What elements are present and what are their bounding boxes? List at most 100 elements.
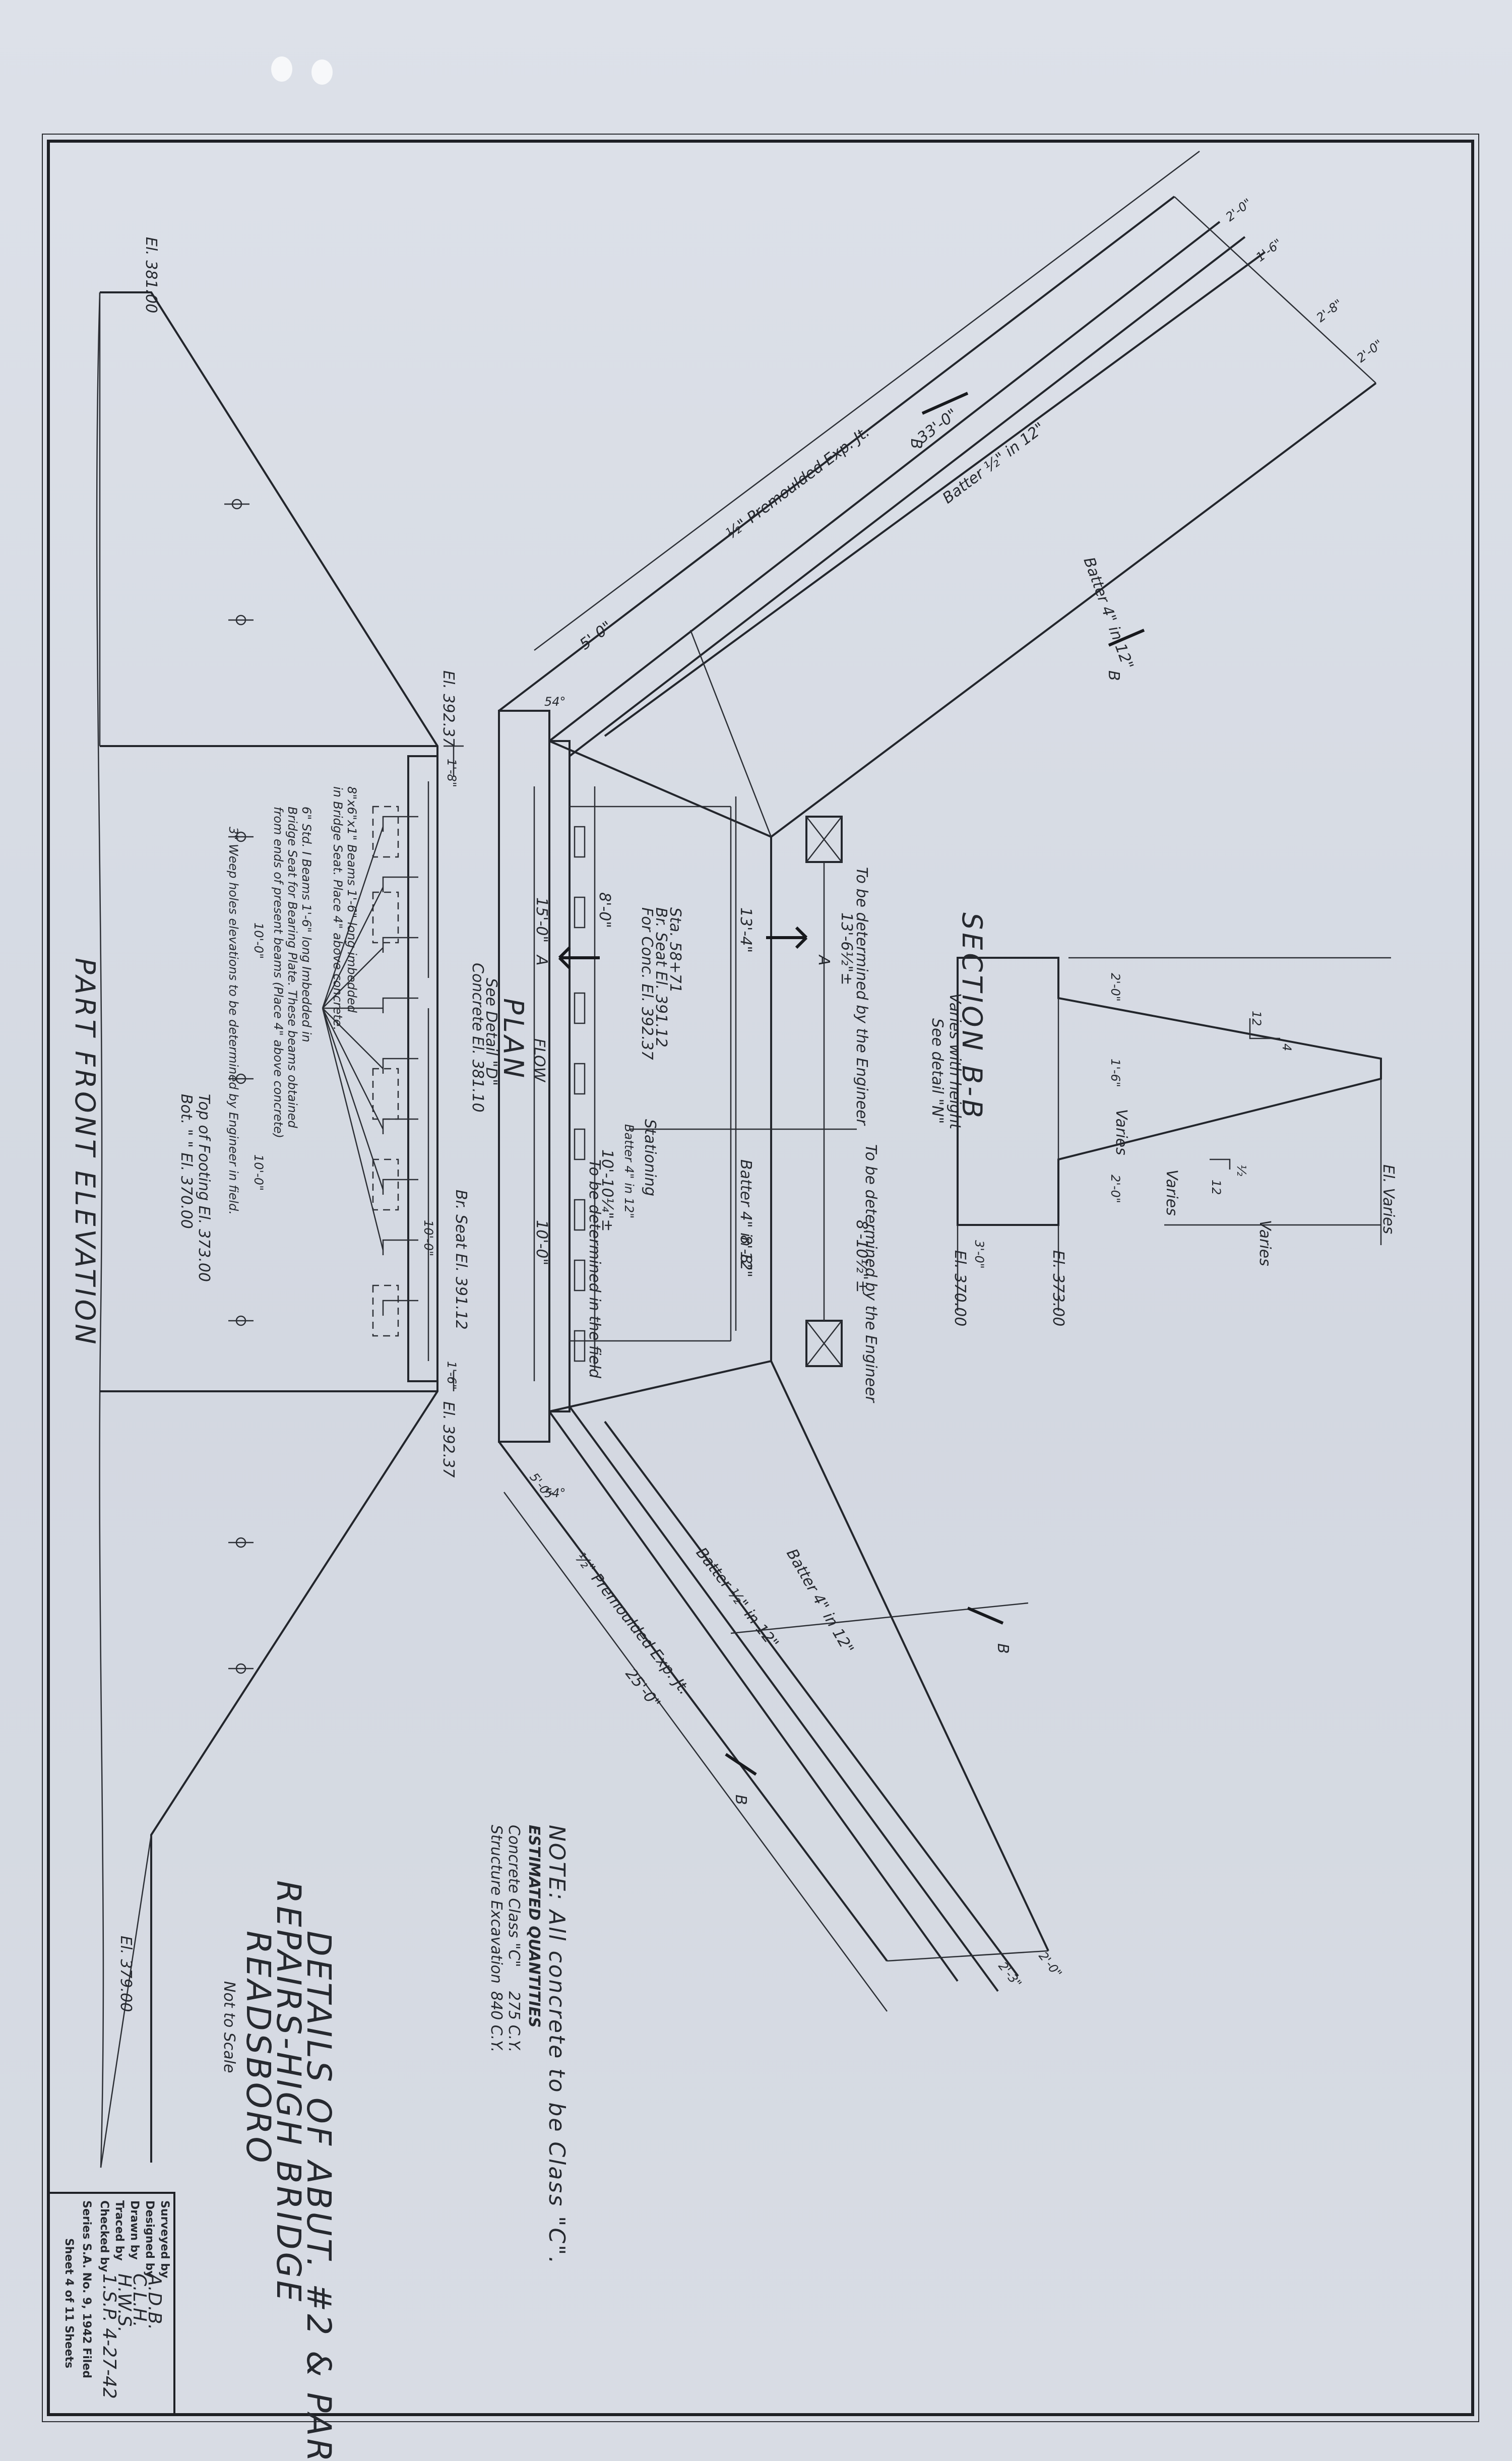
dim-10-10: 10'-10¼"± xyxy=(598,1149,616,1232)
dim-10-c: 10'-0" xyxy=(421,1220,435,1256)
series-line: Series S.A. No. 9, 1942 Filed xyxy=(80,2200,93,2378)
lower-wing-lines xyxy=(498,1361,1049,1992)
dim-1-6: 1'-6" xyxy=(1253,236,1285,265)
br-seat-el-elev: Br. Seat El. 391.12 xyxy=(452,1190,470,1330)
dim-line-25 xyxy=(503,1492,888,2012)
backwall xyxy=(498,710,550,1443)
bot-footing: Bot. " " El. 370.00 xyxy=(177,1094,195,1229)
see-detail-d: See Detail "D" xyxy=(482,978,500,1086)
title-line-2: REPAIRS-HIGH BRIDGE xyxy=(269,1880,308,2304)
section-b-label-4: B xyxy=(732,1795,749,1805)
section-b-label-3: B xyxy=(994,1643,1012,1654)
see-detail-n: See detail "N" xyxy=(928,1018,946,1124)
slope-12: 12 xyxy=(1249,1011,1264,1026)
section-a-marker-b xyxy=(766,926,808,949)
dim-10-b: 10'-0" xyxy=(251,1154,266,1191)
note-i-1: 6" Std. I Beams 1'-6" long Imbedded in xyxy=(299,807,313,1042)
weep-holes xyxy=(224,499,254,1674)
dim-2-8: 2'-8" xyxy=(1314,296,1345,325)
varies-b: Varies xyxy=(1163,1170,1180,1216)
q1-label: Concrete Class "C" xyxy=(505,1825,523,1967)
el-392-label: El. 392.37 xyxy=(439,670,457,747)
batter-4-in-12-b: Batter 4" in 12" xyxy=(622,1124,636,1218)
part-front-elevation: El. 381.00 El. 392.37 El. 392.37 El. 379… xyxy=(69,237,464,2168)
el-381-label: El. 381.00 xyxy=(142,237,160,313)
punch-hole xyxy=(311,59,333,85)
title-block-text: DETAILS OF ABUT. #2 & PART #1 REPAIRS-HI… xyxy=(220,1880,338,2461)
flow-label: FLOW xyxy=(530,1038,548,1083)
leader-lines xyxy=(322,826,384,1251)
sheet-border-outer xyxy=(42,134,1479,2422)
dim-8-10: 8'-10½"± xyxy=(853,1220,870,1293)
seat-beam-boxes xyxy=(574,826,586,1362)
section-a-marker xyxy=(558,946,600,969)
traced-by-value: H.W.S. xyxy=(114,2273,135,2332)
dim-10-a: 10'-0" xyxy=(251,922,266,959)
sec-el-370: El. 370.00 xyxy=(951,1250,969,1326)
notes-block: NOTE: All concrete to be Class "C". ESTI… xyxy=(487,1825,570,2265)
angle-54: 54° xyxy=(544,695,566,709)
wing-outline xyxy=(100,1834,152,2168)
dim-8-8: 8'-8" xyxy=(737,1235,754,1271)
traced-by: Traced by xyxy=(113,2200,125,2261)
weep-note: 3" Weep holes elevations to be determine… xyxy=(226,827,240,1215)
designed-by: Designed by xyxy=(143,2200,156,2278)
section-bb-title: SECTION B-B xyxy=(956,912,988,1121)
batter-half-upper: Batter ½" in 12" xyxy=(939,419,1048,508)
q2-label: Structure Excavation xyxy=(487,1825,505,1984)
batter-upper: Batter 4" in 12" xyxy=(1080,555,1137,672)
note-i-3: from ends of present beams (Place 4" abo… xyxy=(271,807,285,1138)
title-line-4: Not to Scale xyxy=(220,1981,238,2073)
plan-view: B B B B A A PLAN See Detail "D" Concrete… xyxy=(452,151,1385,2012)
checked-by: Checked by xyxy=(98,2200,110,2272)
footing-outline xyxy=(549,740,772,1412)
to-be-determined-field: To be determined in the field xyxy=(586,1159,603,1379)
elevation-outline xyxy=(100,291,438,2163)
sta-note-2: Br. Seat El. 391.12 xyxy=(652,907,670,1048)
part-front-elevation-title: PART FRONT ELEVATION xyxy=(69,958,101,1347)
slope-triangle xyxy=(1249,1018,1280,1039)
sec-dim-2-0: 2'-0" xyxy=(1108,973,1122,1002)
dim-2-0-a: 2'-0" xyxy=(1223,196,1254,224)
lower-wing-split xyxy=(730,1602,1029,1634)
surveyed-by: Surveyed by xyxy=(158,2200,171,2278)
dim-1-6-elev: 1'-6" xyxy=(445,1361,459,1390)
to-be-determined-engineer-b: To be determined by the Engineer xyxy=(862,1144,879,1403)
sec-dim-3-0: 3'-0" xyxy=(972,1240,986,1269)
upper-wing-split xyxy=(689,630,772,837)
q1-value: 275 C.Y. xyxy=(505,1991,523,2052)
dim-2-0-lower: 2'-0" xyxy=(1036,1949,1064,1980)
sheet-border xyxy=(47,140,1474,2416)
section-a-label-2: A xyxy=(815,954,833,966)
dim-2-3-lower: 2'-3" xyxy=(995,1959,1024,1990)
lower-wing-end xyxy=(887,1950,1049,1962)
upper-wing-end xyxy=(1174,196,1376,384)
el-379-label: El. 379.00 xyxy=(117,1936,135,2012)
note-beams-1: 8"x6"x1" Beams 1'-6" long imbedded xyxy=(345,786,359,1013)
title-line-3: READSBORO xyxy=(239,1931,278,2165)
section-b-label: B xyxy=(907,439,925,449)
sec-el-373: El. 373.00 xyxy=(1049,1250,1067,1326)
upper-wing-lines xyxy=(498,196,1377,838)
slope-half: ½ xyxy=(1234,1164,1248,1176)
sec-dim-2-0-b: 2'-0" xyxy=(1108,1175,1122,1203)
note-i-2: Bridge Seat for Bearing Plate. These bea… xyxy=(285,807,299,1129)
designed-by-value: A.D.B. xyxy=(144,2272,165,2330)
note-all-concrete: NOTE: All concrete to be Class "C". xyxy=(544,1825,570,2265)
varies-a: Varies xyxy=(1112,1109,1130,1155)
section-b-label-2: B xyxy=(1105,670,1122,681)
dim-13-4: 13'-4" xyxy=(737,907,754,953)
bearing-pads xyxy=(805,816,843,1367)
to-be-determined-engineer: To be determined by the Engineer xyxy=(853,867,870,1126)
ground-line xyxy=(96,292,104,2168)
slope-12-b: 12 xyxy=(1209,1180,1223,1195)
note-beams-2: in Bridge Seat. Place 4" above concrete. xyxy=(331,786,345,1030)
title-line-1: DETAILS OF ABUT. #2 & PART #1 xyxy=(299,1931,338,2461)
section-bb: SECTION B-B See detail "N" Varies with h… xyxy=(928,912,1397,1326)
section-a-label: A xyxy=(533,954,550,966)
stationing-label: Stationing xyxy=(641,1119,659,1196)
section-b-markers-lower xyxy=(725,1607,1004,1776)
dim-15-0: 15'-0" xyxy=(533,897,550,943)
